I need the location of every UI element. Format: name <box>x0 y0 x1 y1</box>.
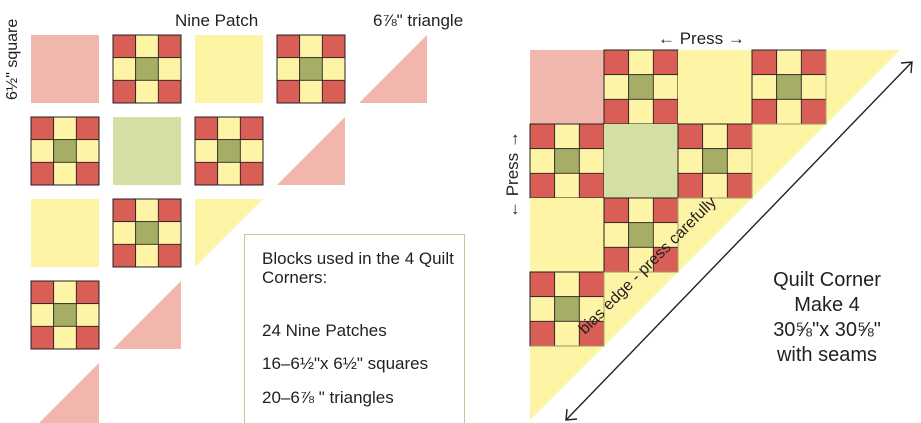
nine-patch-label: Nine Patch <box>175 11 258 30</box>
nine-patch-block <box>276 34 346 104</box>
setting-triangle-yellow <box>195 199 263 267</box>
press-vertical-label: ← Press → <box>503 131 522 218</box>
nine-patch-block <box>30 116 100 186</box>
quilt-corner-assembly <box>529 49 900 420</box>
corner-square-sage <box>604 124 678 198</box>
diagonal-seams <box>530 50 827 347</box>
setting-triangle-pink <box>113 281 181 349</box>
setting-triangle-pink <box>39 363 99 423</box>
setting-square-sage <box>113 117 181 185</box>
nine-patch-block <box>751 49 827 125</box>
arrowhead-upper <box>900 61 913 74</box>
nine-patch-block <box>30 280 100 350</box>
setting-square-yellow <box>195 35 263 103</box>
dimension-line <box>565 61 913 421</box>
blocks-box-title: Blocks used in the 4 Quilt Corners: <box>262 249 454 287</box>
nine-patch-block <box>677 123 753 199</box>
corner-square-yellow <box>530 198 604 272</box>
setting-square-pink <box>31 35 99 103</box>
arrowhead-lower <box>565 408 578 421</box>
blocks-layout <box>30 34 427 423</box>
nine-patch-block <box>603 49 679 125</box>
setting-triangle-pink <box>359 35 427 103</box>
setting-square-yellow <box>31 199 99 267</box>
blocks-used-box: Blocks used in the 4 Quilt Corners: 24 N… <box>244 234 465 423</box>
square-size-label: 6½" square <box>4 19 21 100</box>
corner-square-yellow <box>678 50 752 124</box>
quilt-corner-title: Quilt Corner <box>773 269 881 291</box>
quilt-corner-note: with seams <box>776 344 878 366</box>
nine-patch-block <box>529 123 605 199</box>
blocks-line-squares: 16–6½"x 6½" squares <box>262 354 429 373</box>
dimension-arrows <box>565 61 913 421</box>
corner-square-pink <box>530 50 604 124</box>
quilt-corner-size: 30⅝"x 30⅝" <box>773 319 881 341</box>
blocks-line-triangles: 20–6⅞ " triangles <box>262 388 394 407</box>
nine-patch-block <box>112 34 182 104</box>
blocks-line-nine-patches: 24 Nine Patches <box>262 321 387 340</box>
quilt-corner-make: Make 4 <box>794 294 860 316</box>
nine-patch-block <box>112 198 182 268</box>
nine-patch-block <box>529 271 605 347</box>
press-horizontal-label: ← Press → <box>658 29 745 48</box>
triangle-size-label: 6⅞" triangle <box>373 11 463 30</box>
setting-triangle-pink <box>277 117 345 185</box>
quilt-corner-caption: Quilt Corner Make 4 30⅝"x 30⅝" with seam… <box>752 268 902 368</box>
nine-patch-block <box>194 116 264 186</box>
